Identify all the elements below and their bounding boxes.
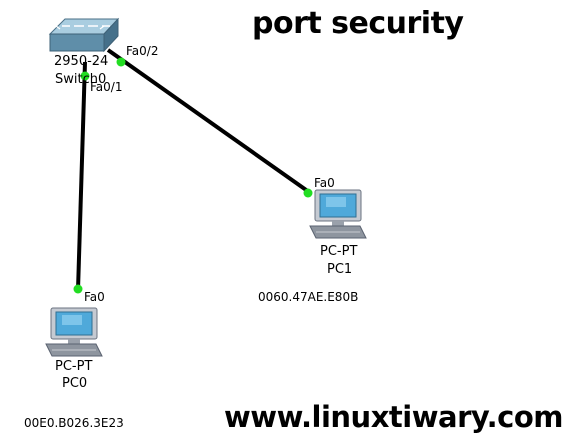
pc1-icon[interactable] (309, 189, 367, 239)
pc0-mac-label: 00E0.B026.3E23 (24, 416, 124, 430)
pc1-type-label: PC-PT (320, 244, 358, 259)
pc0-name-label: PC0 (62, 376, 88, 391)
port-status-pc1-fa0 (303, 188, 313, 198)
cable-switch-pc1[interactable] (106, 48, 311, 194)
site-url-footer: www.linuxtiwary.com (224, 400, 563, 434)
port-status-fa0-1 (80, 71, 90, 81)
port-label-fa0-1: Fa0/1 (90, 80, 123, 94)
pc0-port-label: Fa0 (84, 290, 105, 304)
pc1-mac-label: 0060.47AE.E80B (258, 290, 359, 304)
switch-icon[interactable] (48, 17, 120, 53)
pc1-port-label: Fa0 (314, 176, 335, 190)
page-title: port security (252, 6, 464, 41)
pc1-name-label: PC1 (327, 262, 353, 277)
pc0-icon[interactable] (45, 307, 103, 357)
switch-model-label: 2950-24 (54, 54, 109, 69)
port-status-pc0-fa0 (73, 284, 83, 294)
port-label-fa0-2: Fa0/2 (126, 44, 159, 58)
switch-name-label: Switch0 (55, 72, 107, 87)
cable-switch-pc0[interactable] (76, 61, 87, 291)
pc0-type-label: PC-PT (55, 359, 93, 374)
port-status-fa0-2 (116, 57, 126, 67)
